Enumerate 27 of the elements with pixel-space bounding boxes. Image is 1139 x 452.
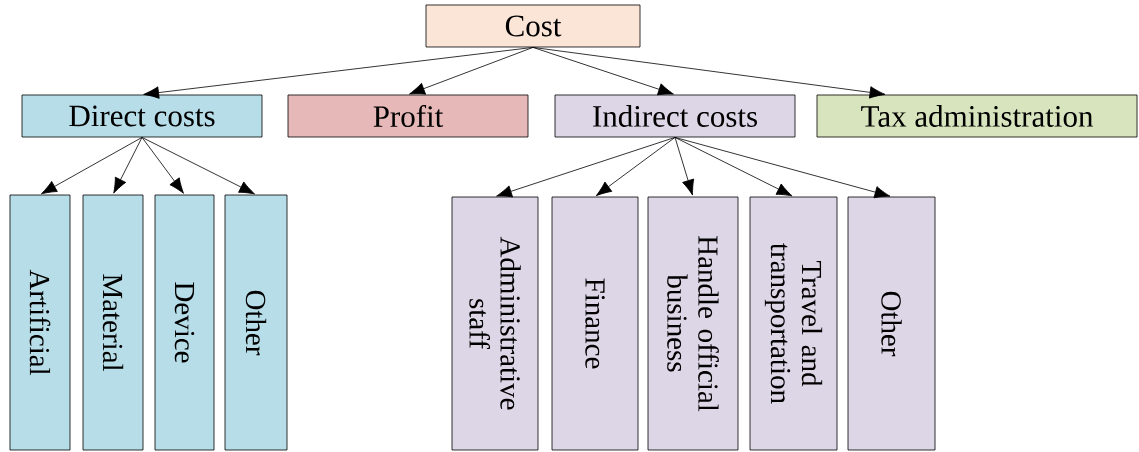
- arrow: [113, 137, 143, 194]
- arrow: [41, 137, 143, 195]
- category-box: Tax administration: [816, 94, 1138, 138]
- arrow: [141, 137, 184, 194]
- category-box: Other: [224, 194, 288, 451]
- category-box: Device: [154, 194, 215, 451]
- category-box: Cost: [425, 4, 641, 48]
- category-box: Indirect costs: [554, 94, 796, 138]
- arrow: [141, 137, 255, 195]
- arrow: [532, 47, 886, 99]
- arrow: [409, 47, 534, 95]
- category-box: Artificial: [9, 194, 71, 451]
- category-box: Other: [847, 196, 936, 451]
- category-box: Finance: [551, 196, 639, 451]
- arrow: [674, 137, 793, 197]
- arrow: [595, 137, 676, 197]
- arrow: [143, 47, 534, 99]
- category-box: Travel and transportation: [749, 196, 838, 451]
- category-box: Administrative staff: [451, 196, 539, 451]
- arrow: [674, 137, 695, 196]
- category-box: Profit: [287, 94, 529, 138]
- category-box: Material: [82, 194, 144, 451]
- arrow: [674, 137, 891, 199]
- arrow: [496, 137, 676, 198]
- category-box: Direct costs: [21, 94, 263, 138]
- category-box: Handle official business: [647, 196, 739, 451]
- arrow: [532, 47, 674, 96]
